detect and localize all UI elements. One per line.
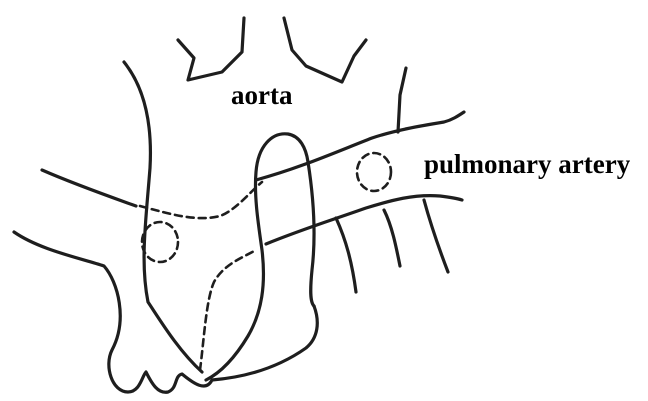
heart-outline	[14, 232, 317, 392]
hidden-vessel-outline-upper	[140, 182, 262, 218]
hidden-vessel-outline-lower	[200, 250, 256, 370]
pulmonary-artery-label: pulmonary artery	[424, 149, 630, 180]
pulmonary-trunk-right-wall	[308, 162, 314, 306]
pulmonary-trunk-loop	[206, 134, 308, 380]
aorta-label: aorta	[231, 80, 292, 111]
pulmonary-artery-lower-wall	[266, 196, 462, 244]
orifice-circle-right	[357, 153, 391, 191]
aorta-branch-left-outline	[178, 18, 244, 80]
lower-branch-3	[424, 200, 448, 272]
aorta-right-wall	[398, 68, 406, 132]
left-vessel-wall	[42, 170, 136, 206]
lower-branch-1	[336, 218, 356, 292]
orifice-circle-left	[142, 222, 178, 262]
lower-branch-2	[384, 210, 400, 266]
aorta-branch-right-outline	[284, 18, 366, 82]
